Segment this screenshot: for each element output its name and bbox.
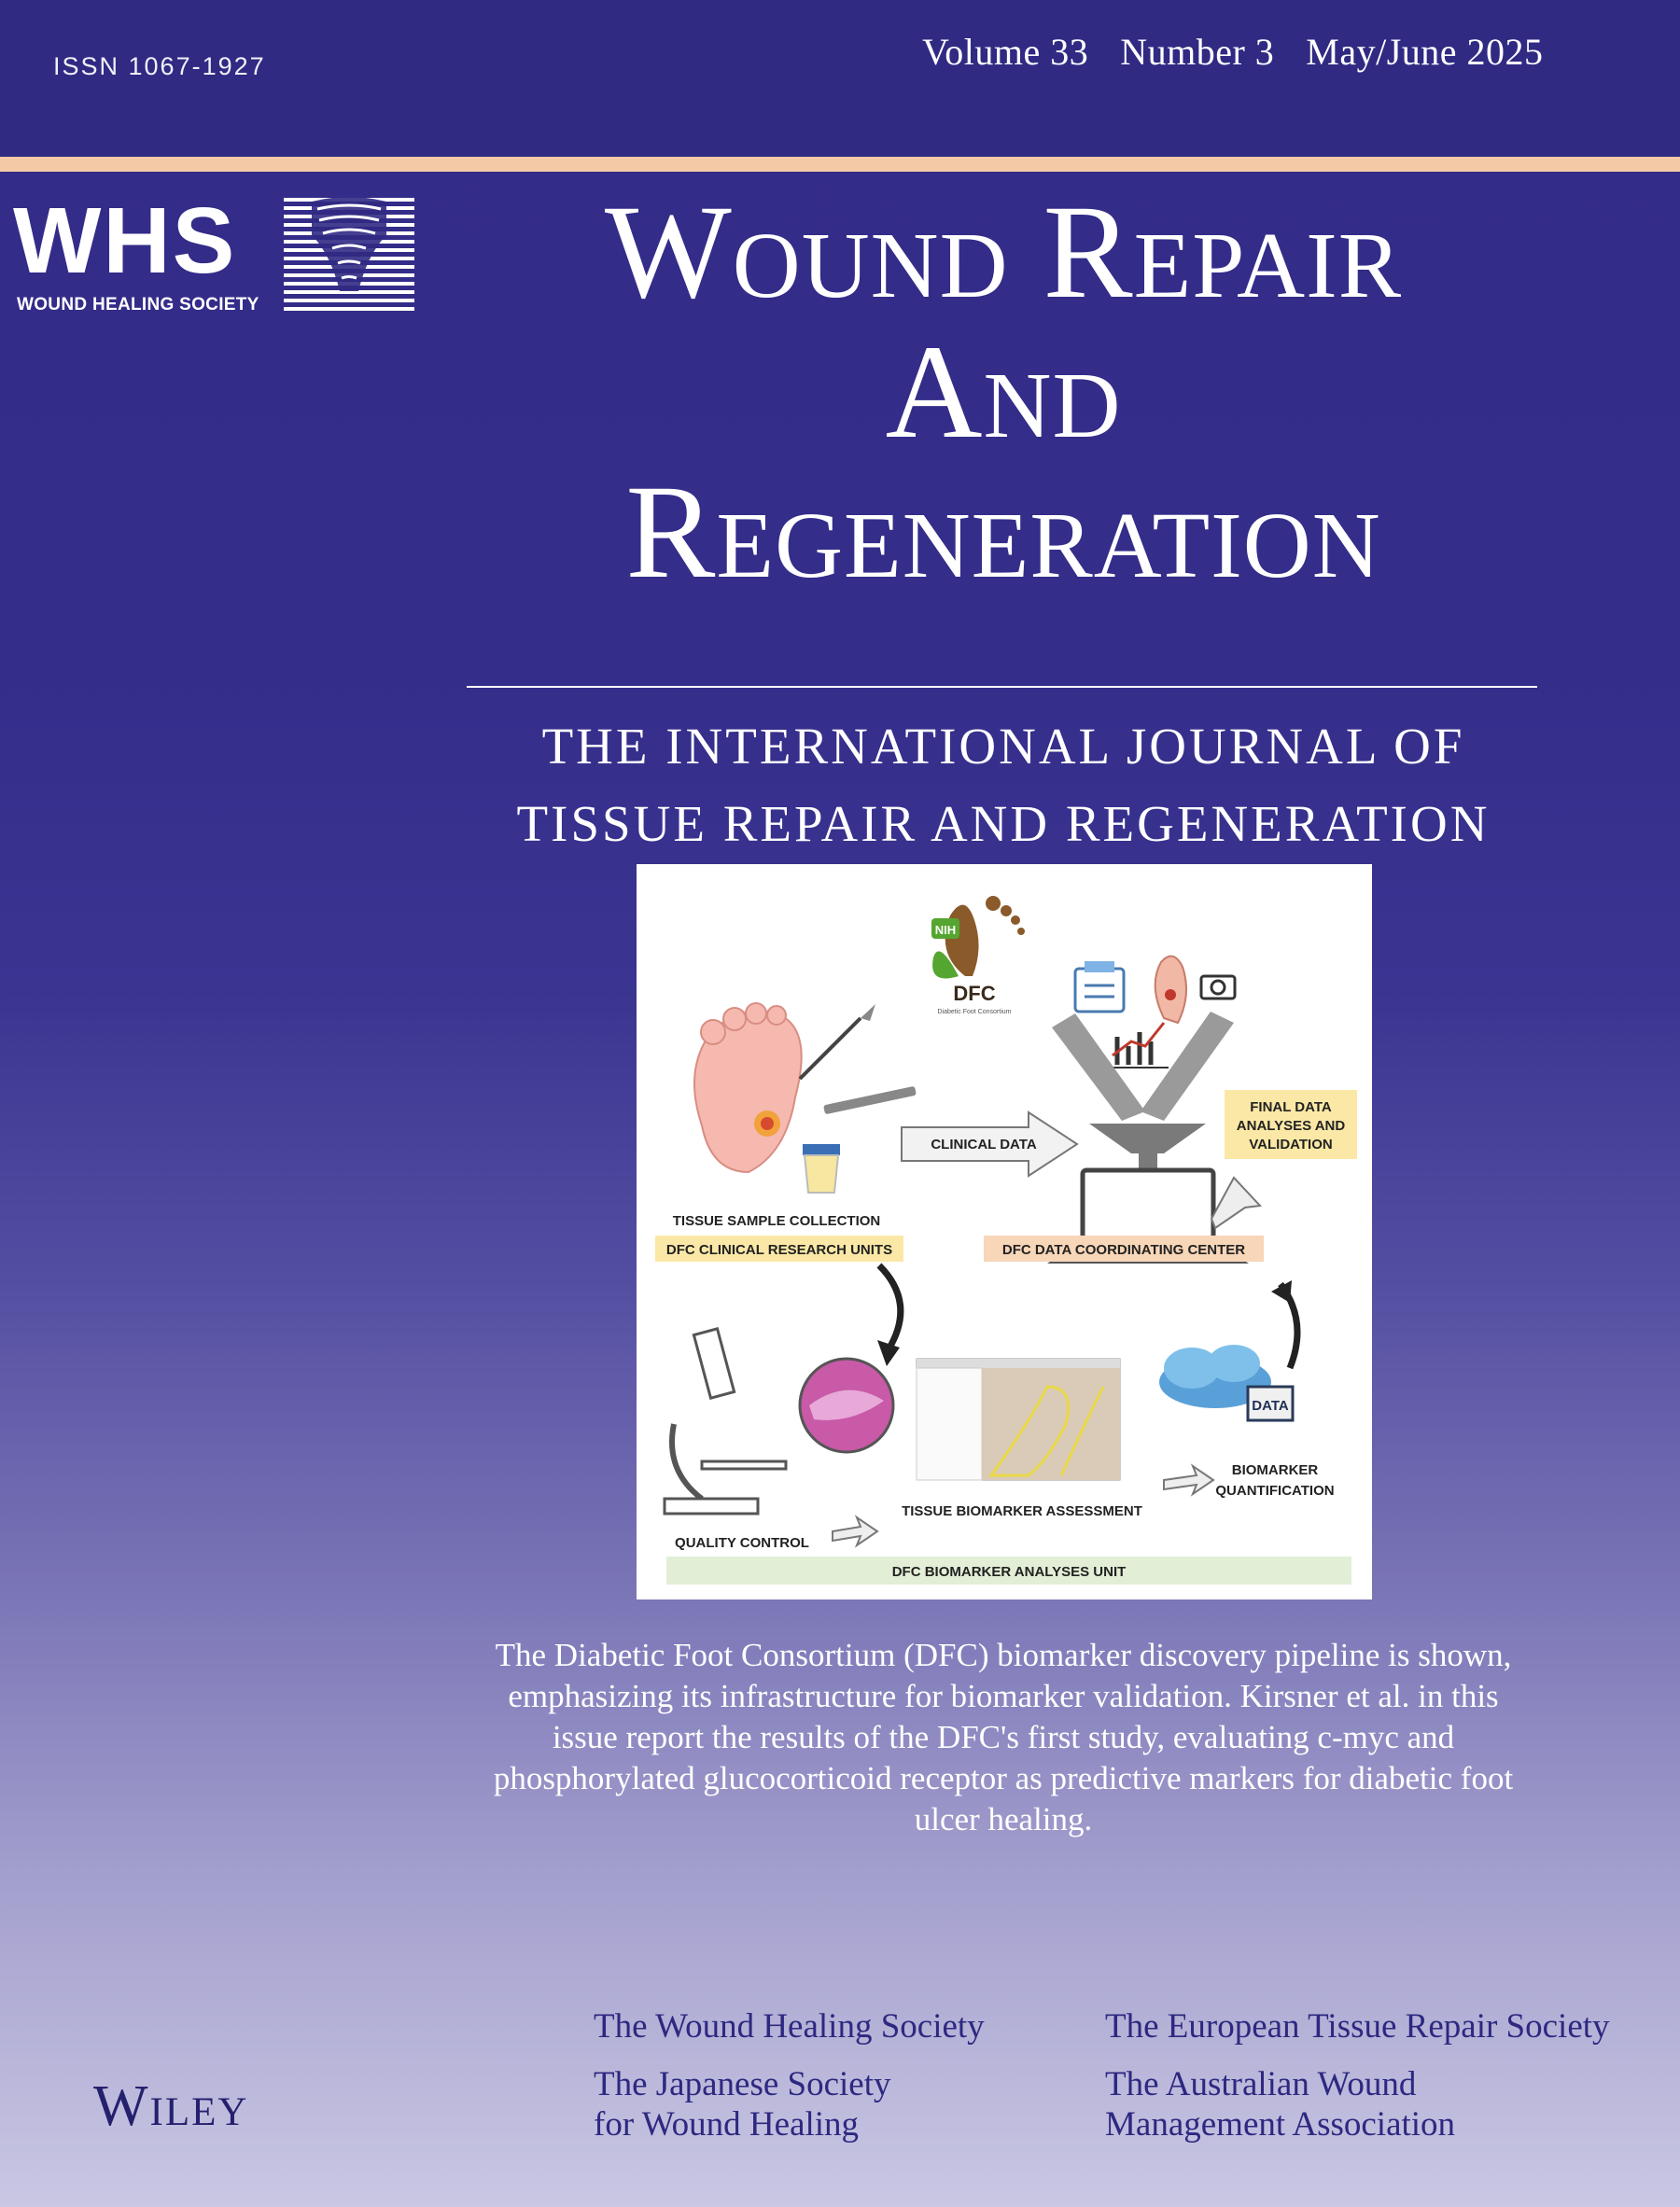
clinical-units-bar — [655, 1236, 903, 1262]
data-icons — [1073, 955, 1237, 1069]
arrow-right-icon-2 — [832, 1515, 879, 1548]
clinical-units-label: DFC CLINICAL RESEARCH UNITS — [666, 1242, 892, 1258]
title-line-3: Regeneration — [625, 458, 1381, 607]
biomarker-pipeline-diagram: NIH DFC Diabetic Foot Consortium — [655, 896, 1357, 1585]
cover-figure: NIH DFC Diabetic Foot Consortium — [637, 864, 1372, 1599]
society-european-tissue-repair: The European Tissue Repair Society — [1105, 2007, 1610, 2046]
analyses-unit-label: DFC BIOMARKER ANALYSES UNIT — [892, 1564, 1127, 1580]
microscope-illustration — [663, 1326, 895, 1516]
data-icon-label: DATA — [1252, 1398, 1289, 1414]
final-data-box: FINAL DATA ANALYSES AND VALIDATION — [1225, 1090, 1357, 1159]
final-data-line-1: FINAL DATA — [1250, 1099, 1332, 1115]
tissue-collection-illustration — [693, 1002, 917, 1194]
journal-subtitle: THE INTERNATIONAL JOURNAL OF TISSUE REPA… — [448, 707, 1559, 862]
title-divider — [467, 686, 1537, 688]
final-data-line-2: ANALYSES AND — [1237, 1118, 1346, 1134]
issue-date: May/June 2025 — [1306, 31, 1544, 73]
whs-logo-icon — [284, 198, 414, 311]
top-band — [0, 0, 1680, 157]
society-wound-healing: The Wound Healing Society — [594, 2007, 985, 2046]
arrow-right-icon — [1163, 1463, 1215, 1497]
issn: ISSN 1067-1927 — [53, 52, 266, 80]
tissue-sample-label: TISSUE SAMPLE COLLECTION — [673, 1213, 881, 1229]
subtitle-line-1: THE INTERNATIONAL JOURNAL OF — [541, 718, 1465, 775]
society-japanese-wound-healing: The Japanese Society for Wound Healing — [594, 2065, 891, 2144]
dfc-logo-tagline: Diabetic Foot Consortium — [938, 1009, 1012, 1015]
volume: Volume 33 — [922, 31, 1089, 73]
analyses-unit-bar — [666, 1557, 1351, 1585]
issue-info: Volume 33 Number 3 May/June 2025 — [922, 30, 1544, 74]
funnel-laptop — [1047, 1012, 1249, 1264]
journal-title: Wound Repair And Regeneration — [467, 183, 1540, 603]
biomarker-quant-line-2: QUANTIFICATION — [1215, 1483, 1334, 1499]
whs-logo-subtitle: WOUND HEALING SOCIETY — [17, 295, 259, 314]
dfc-logo-name: DFC — [953, 982, 995, 1005]
subtitle-line-2: TISSUE REPAIR AND REGENERATION — [516, 795, 1491, 852]
cover-caption: The Diabetic Foot Consortium (DFC) bioma… — [493, 1637, 1514, 1837]
quality-control-label: QUALITY CONTROL — [675, 1535, 809, 1551]
biomarker-quant-line-1: BIOMARKER — [1232, 1462, 1319, 1478]
final-data-line-3: VALIDATION — [1249, 1137, 1332, 1152]
tissue-assessment-label: TISSUE BIOMARKER ASSESSMENT — [902, 1503, 1142, 1519]
whs-logo-mark: WHS — [13, 189, 237, 293]
cloud-data-icon: DATA — [1159, 1345, 1295, 1422]
clinical-data-arrow: CLINICAL DATA — [901, 1110, 1079, 1178]
nih-badge: NIH — [935, 923, 956, 937]
society-australian-wound-management: The Australian Wound Management Associat… — [1105, 2065, 1456, 2144]
title-line-1: Wound Repair — [604, 178, 1403, 327]
issue-number: Number 3 — [1120, 31, 1275, 73]
title-line-2: And — [885, 318, 1122, 467]
curved-arrow-down-icon — [876, 1263, 904, 1351]
accent-stripe — [0, 157, 1680, 172]
publisher-logo: Wiley — [93, 2074, 249, 2138]
coordinating-center-bar — [984, 1236, 1264, 1262]
final-arrow-icon — [1210, 1176, 1263, 1230]
clinical-data-label: CLINICAL DATA — [931, 1137, 1036, 1152]
dfc-logo: NIH DFC Diabetic Foot Consortium — [931, 896, 1025, 1015]
coordinating-center-label: DFC DATA COORDINATING CENTER — [1002, 1242, 1245, 1258]
software-screenshot — [916, 1358, 1121, 1481]
